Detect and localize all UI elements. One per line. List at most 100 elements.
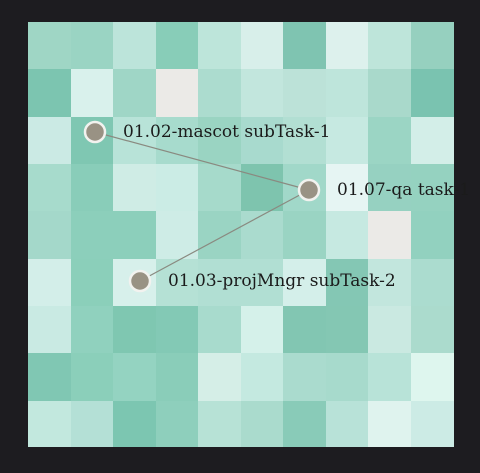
grid-cell xyxy=(28,259,71,306)
node-mascot-subtask-1-dot[interactable] xyxy=(83,120,107,144)
grid-cell xyxy=(198,306,241,353)
grid-cell xyxy=(411,117,454,164)
grid-cell xyxy=(113,22,156,69)
grid-cell xyxy=(326,211,368,259)
grid-cell xyxy=(113,306,156,353)
grid-cell xyxy=(198,69,241,117)
grid-cell xyxy=(241,306,283,353)
grid-cell xyxy=(156,306,198,353)
grid-cell xyxy=(71,164,113,211)
grid-cell xyxy=(156,164,198,211)
grid-cell xyxy=(368,211,411,259)
grid-cell xyxy=(28,117,71,164)
grid-cell xyxy=(368,164,411,211)
grid-cell xyxy=(411,401,454,447)
grid-cell xyxy=(198,22,241,69)
grid-cell xyxy=(156,117,198,164)
grid-cell xyxy=(113,164,156,211)
grid-cell xyxy=(198,353,241,401)
grid-cell xyxy=(326,306,368,353)
grid-cell xyxy=(241,164,283,211)
grid-cell xyxy=(326,22,368,69)
grid-cell xyxy=(113,353,156,401)
grid-cell xyxy=(156,259,198,306)
grid-cell xyxy=(113,69,156,117)
grid-cell xyxy=(71,69,113,117)
grid-cell xyxy=(71,401,113,447)
grid-cell xyxy=(241,22,283,69)
grid-cell xyxy=(156,22,198,69)
grid-cell xyxy=(283,117,326,164)
node-mascot-subtask-1[interactable]: 01.02-mascot subTask-1 xyxy=(83,120,330,144)
grid-cell xyxy=(368,259,411,306)
grid-cell xyxy=(326,353,368,401)
grid-cell xyxy=(326,401,368,447)
grid-cell xyxy=(241,353,283,401)
grid-cell xyxy=(411,69,454,117)
grid-cell xyxy=(198,259,241,306)
grid-cell xyxy=(283,306,326,353)
grid-cell xyxy=(283,22,326,69)
grid-cell xyxy=(113,211,156,259)
grid-cell xyxy=(241,401,283,447)
grid-cell xyxy=(113,117,156,164)
grid-cell xyxy=(368,401,411,447)
grid-cell xyxy=(241,117,283,164)
grid-cell xyxy=(411,164,454,211)
grid-cell xyxy=(198,401,241,447)
grid-cell xyxy=(368,117,411,164)
node-mascot-subtask-1-label: 01.02-mascot subTask-1 xyxy=(123,122,330,142)
grid-cell xyxy=(326,259,368,306)
grid-cell xyxy=(28,306,71,353)
grid-cell xyxy=(241,259,283,306)
grid-cell xyxy=(156,69,198,117)
grid-cell xyxy=(71,259,113,306)
node-projmngr-subtask-2[interactable]: 01.03-projMngr subTask-2 xyxy=(128,269,396,293)
node-projmngr-subtask-2-label: 01.03-projMngr subTask-2 xyxy=(168,271,396,291)
node-qa-task-1-label: 01.07-qa task-1 xyxy=(337,180,470,200)
grid-cell xyxy=(283,211,326,259)
node-qa-task-1-dot[interactable] xyxy=(297,178,321,202)
grid-cell xyxy=(198,211,241,259)
grid-cell xyxy=(28,164,71,211)
grid-cell xyxy=(28,211,71,259)
grid-cell xyxy=(411,306,454,353)
grid-cell xyxy=(283,353,326,401)
node-projmngr-subtask-2-dot[interactable] xyxy=(128,269,152,293)
grid-cell xyxy=(368,353,411,401)
edge-mascot-to-qa xyxy=(94,131,310,191)
grid-cell xyxy=(241,69,283,117)
grid-cell xyxy=(28,22,71,69)
grid-cell xyxy=(283,69,326,117)
node-qa-task-1[interactable]: 01.07-qa task-1 xyxy=(297,178,470,202)
grid-cell xyxy=(28,69,71,117)
grid-cell xyxy=(411,353,454,401)
grid-cell xyxy=(156,211,198,259)
grid-cell xyxy=(326,69,368,117)
grid-cell xyxy=(283,259,326,306)
grid-cell xyxy=(198,164,241,211)
grid-cell xyxy=(28,353,71,401)
grid-cell xyxy=(71,353,113,401)
grid-cell xyxy=(241,211,283,259)
grid-cell xyxy=(156,401,198,447)
grid-cell xyxy=(326,117,368,164)
grid-cell xyxy=(368,69,411,117)
grid-cell xyxy=(198,117,241,164)
grid-cell xyxy=(411,211,454,259)
heatmap-background-grid xyxy=(28,22,454,447)
edge-qa-to-projmngr xyxy=(139,189,310,282)
grid-cell xyxy=(283,401,326,447)
grid-cell xyxy=(326,164,368,211)
grid-cell xyxy=(156,353,198,401)
grid-cell xyxy=(71,211,113,259)
grid-cell xyxy=(368,306,411,353)
grid-cell xyxy=(411,22,454,69)
grid-cell xyxy=(368,22,411,69)
grid-cell xyxy=(411,259,454,306)
grid-cell xyxy=(71,306,113,353)
grid-cell xyxy=(71,22,113,69)
grid-cell xyxy=(28,401,71,447)
